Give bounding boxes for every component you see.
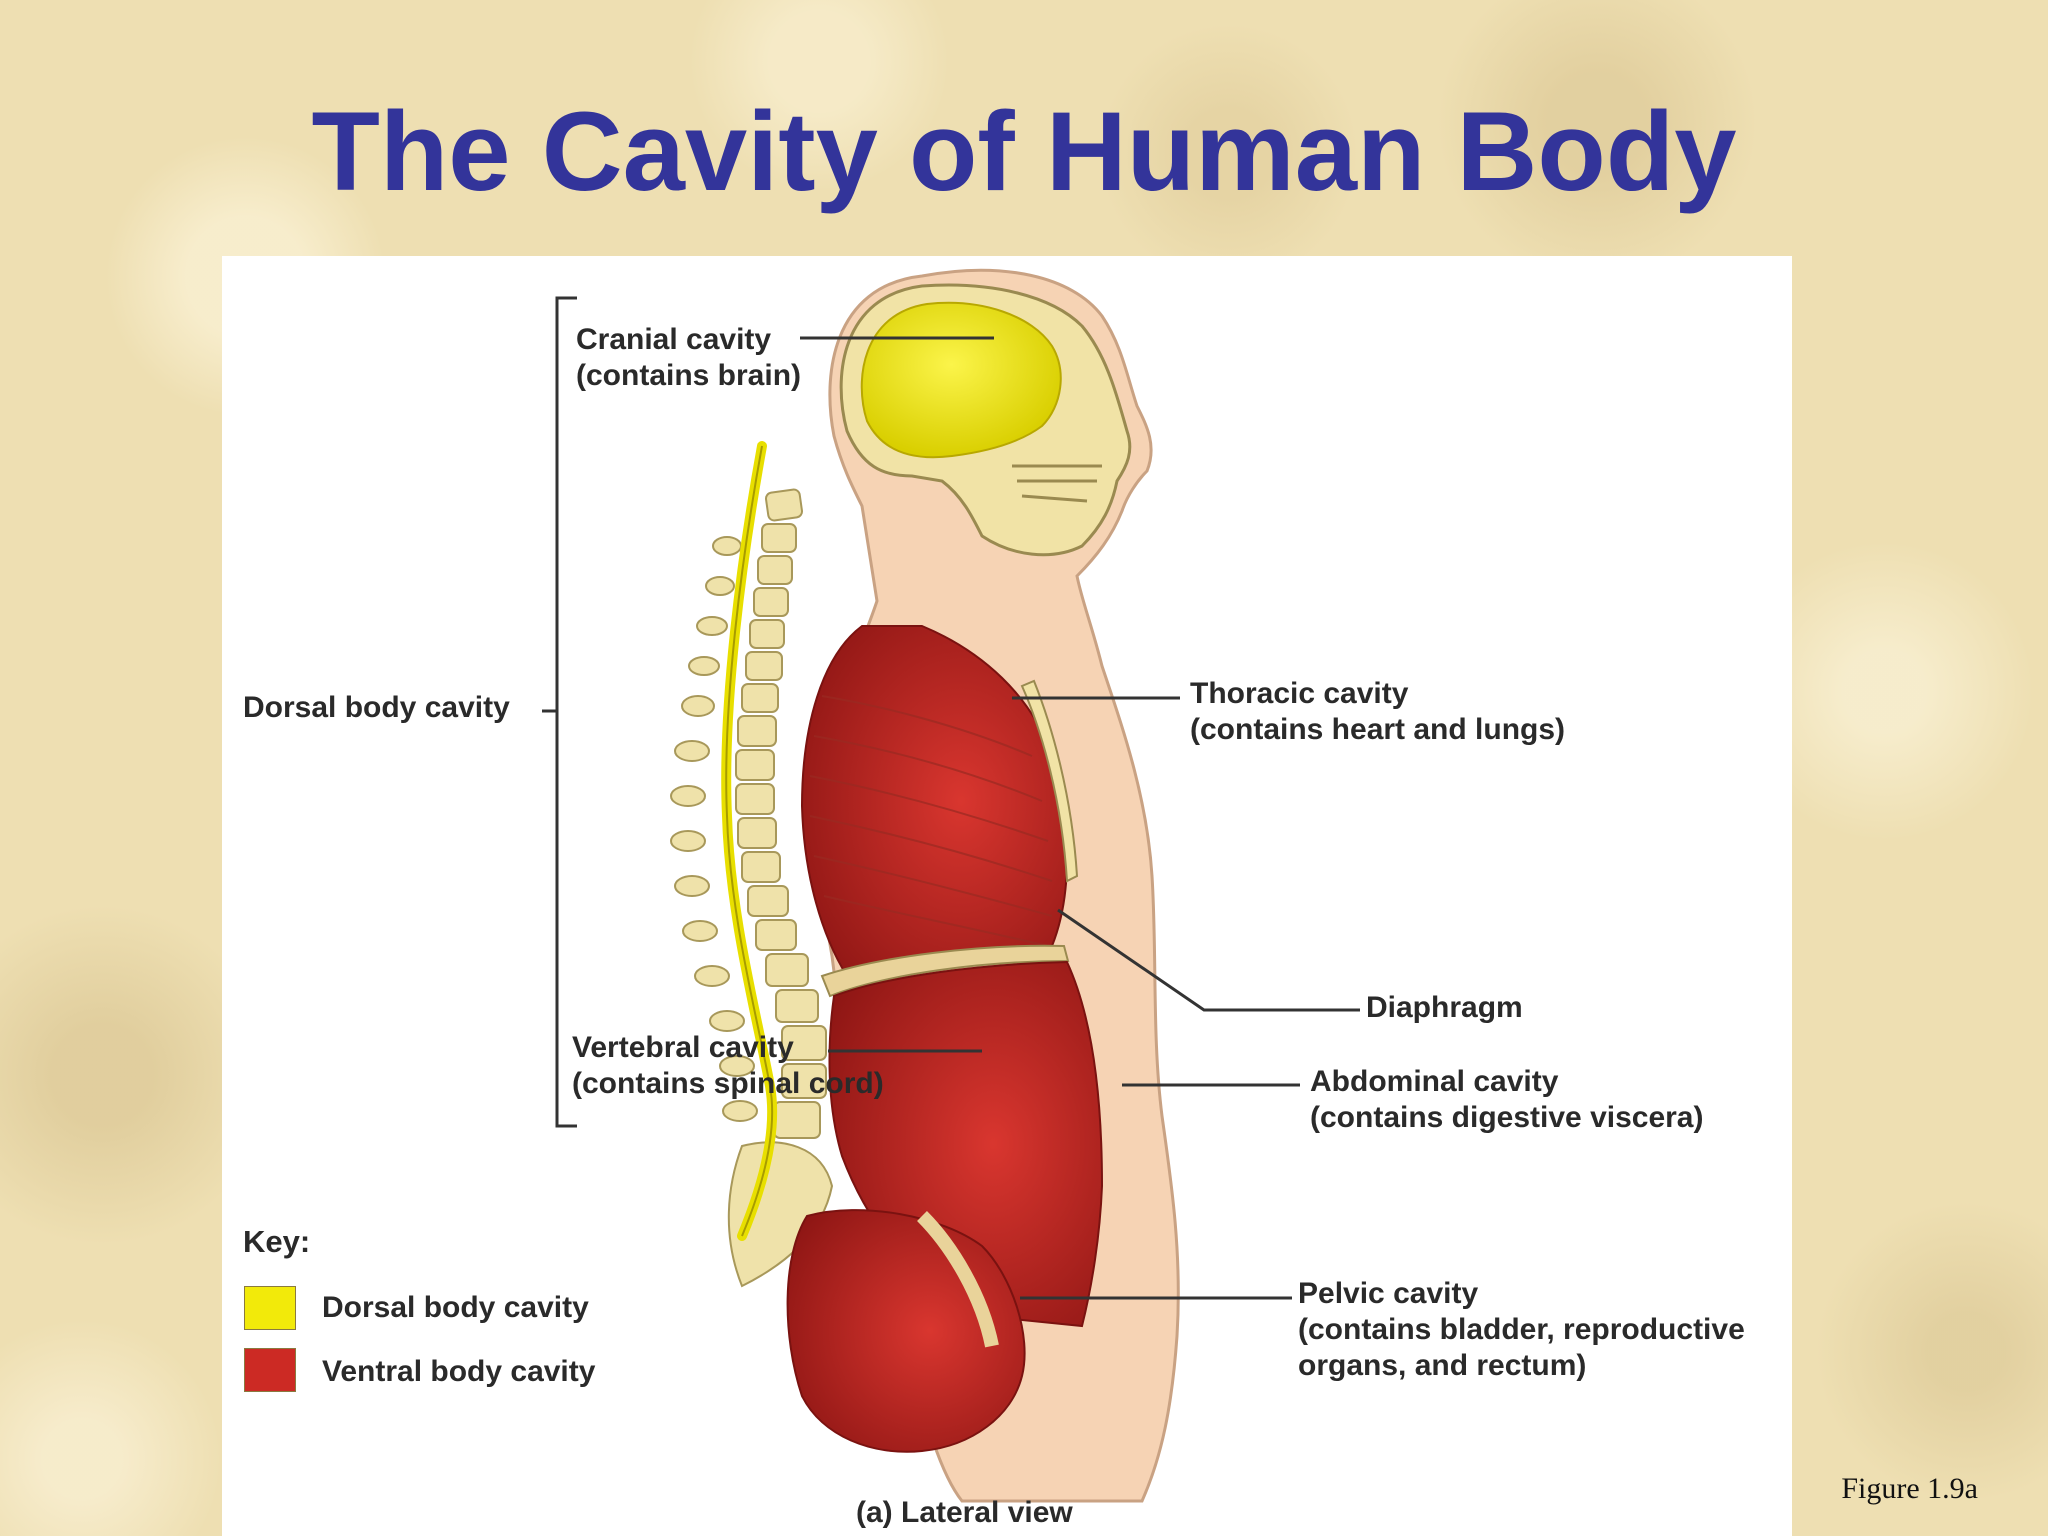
label-dorsal-body-cavity: Dorsal body cavity [243,690,510,726]
label-abdominal-line2: (contains digestive viscera) [1310,1101,1704,1134]
jaw [1012,464,1102,503]
label-pelvic-line2: (contains bladder, reproductive [1298,1313,1745,1346]
label-thoracic-line1: Thoracic cavity [1190,677,1409,710]
dorsal-bracket [555,296,577,1128]
leader-lines [800,336,1360,1300]
label-dorsal-line1: Dorsal body cavity [243,691,510,724]
label-thoracic-cavity: Thoracic cavity (contains heart and lung… [1190,676,1565,748]
label-diaphragm-line1: Diaphragm [1366,991,1523,1024]
spinous-processes [670,536,758,1122]
label-abdominal-cavity: Abdominal cavity (contains digestive vis… [1310,1064,1704,1136]
label-abdominal-line1: Abdominal cavity [1310,1065,1559,1098]
cranial-cavity [860,301,1062,459]
key-swatch-ventral [244,1348,296,1392]
label-pelvic-line3: organs, and rectum) [1298,1349,1587,1382]
diaphragm [820,944,1070,998]
label-cranial-cavity: Cranial cavity (contains brain) [576,322,801,394]
body-illustration [542,268,1360,1503]
label-pelvic-line1: Pelvic cavity [1298,1277,1479,1310]
spine [727,488,834,1288]
label-diaphragm: Diaphragm [1366,990,1523,1026]
figure-caption: (a) Lateral view [856,1496,1073,1529]
key-label-dorsal: Dorsal body cavity [322,1291,589,1324]
ribs [809,695,1053,947]
label-vertebral-line2: (contains spinal cord) [572,1067,884,1100]
key-swatch-dorsal [244,1286,296,1330]
page-title: The Cavity of Human Body [311,89,1737,214]
label-thoracic-line2: (contains heart and lungs) [1190,713,1566,746]
label-cranial-line2: (contains brain) [576,359,802,392]
key-title: Key: [243,1224,311,1259]
figure-reference: Figure 1.9a [1841,1472,1978,1505]
label-pelvic-cavity: Pelvic cavity (contains bladder, reprodu… [1298,1276,1745,1384]
diagram-panel: Cranial cavity (contains brain) Dorsal b… [222,256,1792,1536]
label-vertebral-line1: Vertebral cavity [572,1031,794,1064]
sternum [1020,679,1079,883]
key-label-ventral: Ventral body cavity [322,1355,596,1388]
label-cranial-line1: Cranial cavity [576,323,772,356]
label-vertebral-cavity: Vertebral cavity (contains spinal cord) [572,1030,884,1102]
